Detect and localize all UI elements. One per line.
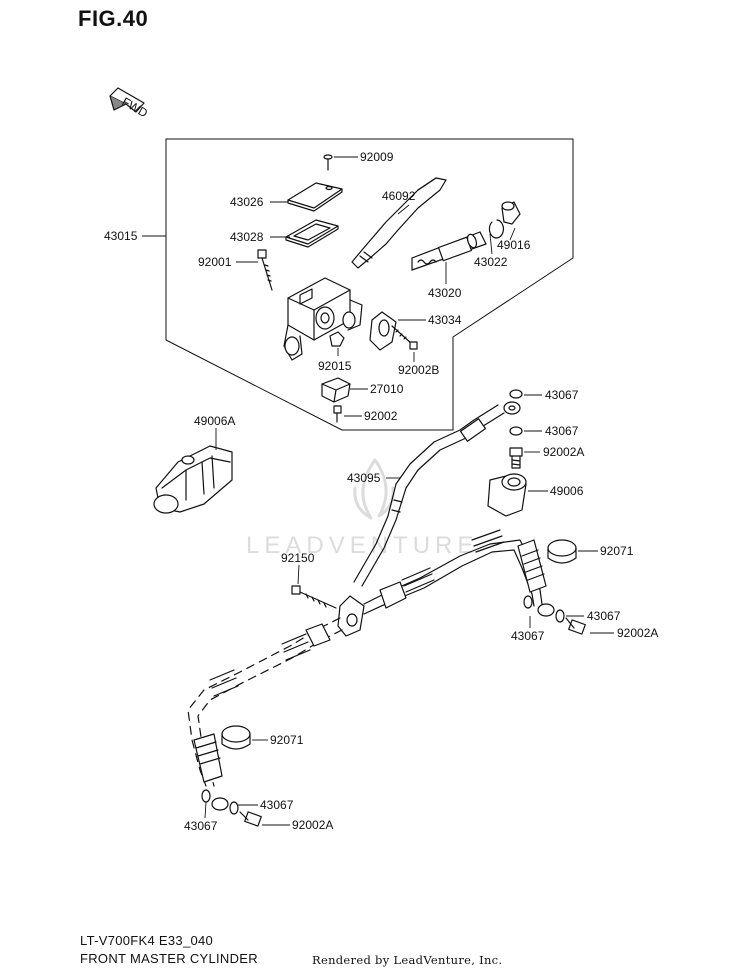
model-code: LT-V700FK4 E33_040 [80,933,214,948]
plug-92071-a [547,539,577,564]
callout-43067-d: 43067 [511,629,545,643]
screw-92002 [333,405,342,423]
callout-43067-c: 43067 [587,609,621,623]
diaphragm-43028 [285,219,339,248]
callout-92002A-c: 92002A [292,818,333,832]
hose-splitter [187,529,547,787]
part-name: FRONT MASTER CYLINDER [80,951,258,966]
fwd-arrow-icon: FWD [109,87,151,120]
callout-43067-e: 43067 [260,798,294,812]
callout-92071-a: 92071 [600,544,634,558]
callout-43095: 43095 [347,471,381,485]
banjo-right [523,595,586,635]
clamp-43034 [369,311,397,351]
callout-92002A-a: 92002A [543,445,584,459]
credit-line: Rendered by LeadVenture, Inc. [312,953,503,967]
callout-92002A-b: 92002A [617,626,658,640]
callout-49016: 49016 [497,238,531,252]
brake-switch-27010 [321,377,351,403]
callout-43026: 43026 [230,195,264,209]
figure-title: FIG.40 [78,6,149,31]
callout-43067-f: 43067 [184,819,218,833]
watermark-flame-icon [353,458,395,520]
callout-49006: 49006 [550,484,584,498]
hose-43095 [353,401,521,587]
callout-92002B: 92002B [398,363,439,377]
screw-92001 [257,249,273,291]
watermark: LEADVENTURE [246,458,478,559]
circlip-43022 [488,219,504,239]
bolt-92002A-a [509,447,523,469]
callout-27010: 27010 [370,382,404,396]
washer-43067-a [509,389,523,399]
callout-43067-a: 43067 [545,388,579,402]
callout-labels: 92009 43026 46092 43015 43028 49016 4302… [104,150,658,833]
bolt-92002B [391,325,418,350]
callout-92002: 92002 [364,409,398,423]
plug-92071-b [221,725,251,750]
callout-92001: 92001 [198,255,232,269]
callout-92015: 92015 [318,359,352,373]
washer-43067-b [509,426,523,436]
guard-49006A [153,445,233,514]
callout-43015: 43015 [104,229,138,243]
callout-49006A: 49006A [194,414,235,428]
bolt-92150 [291,585,337,609]
leader-lines [142,156,614,826]
piston-kit-43020 [411,231,487,271]
callout-46092: 46092 [382,189,416,203]
callout-43034: 43034 [428,313,462,327]
svg-text:FWD: FWD [120,94,151,120]
boot-49016 [501,201,521,225]
screw-92009 [323,154,333,171]
callout-43028: 43028 [230,230,264,244]
cap-43026 [287,182,343,212]
callout-92150: 92150 [281,551,315,565]
callout-92009: 92009 [360,150,394,164]
nut-92015 [329,331,345,347]
callout-92071-b: 92071 [270,733,304,747]
elbow-boot-49006 [487,473,527,517]
brake-lever-46092 [351,177,447,269]
svg-text:LEADVENTURE: LEADVENTURE [246,532,478,559]
callout-43022: 43022 [474,255,508,269]
callout-43020: 43020 [428,286,462,300]
callout-43067-b: 43067 [545,424,579,438]
master-cylinder-body [283,277,363,361]
assembly-outline [165,138,574,431]
